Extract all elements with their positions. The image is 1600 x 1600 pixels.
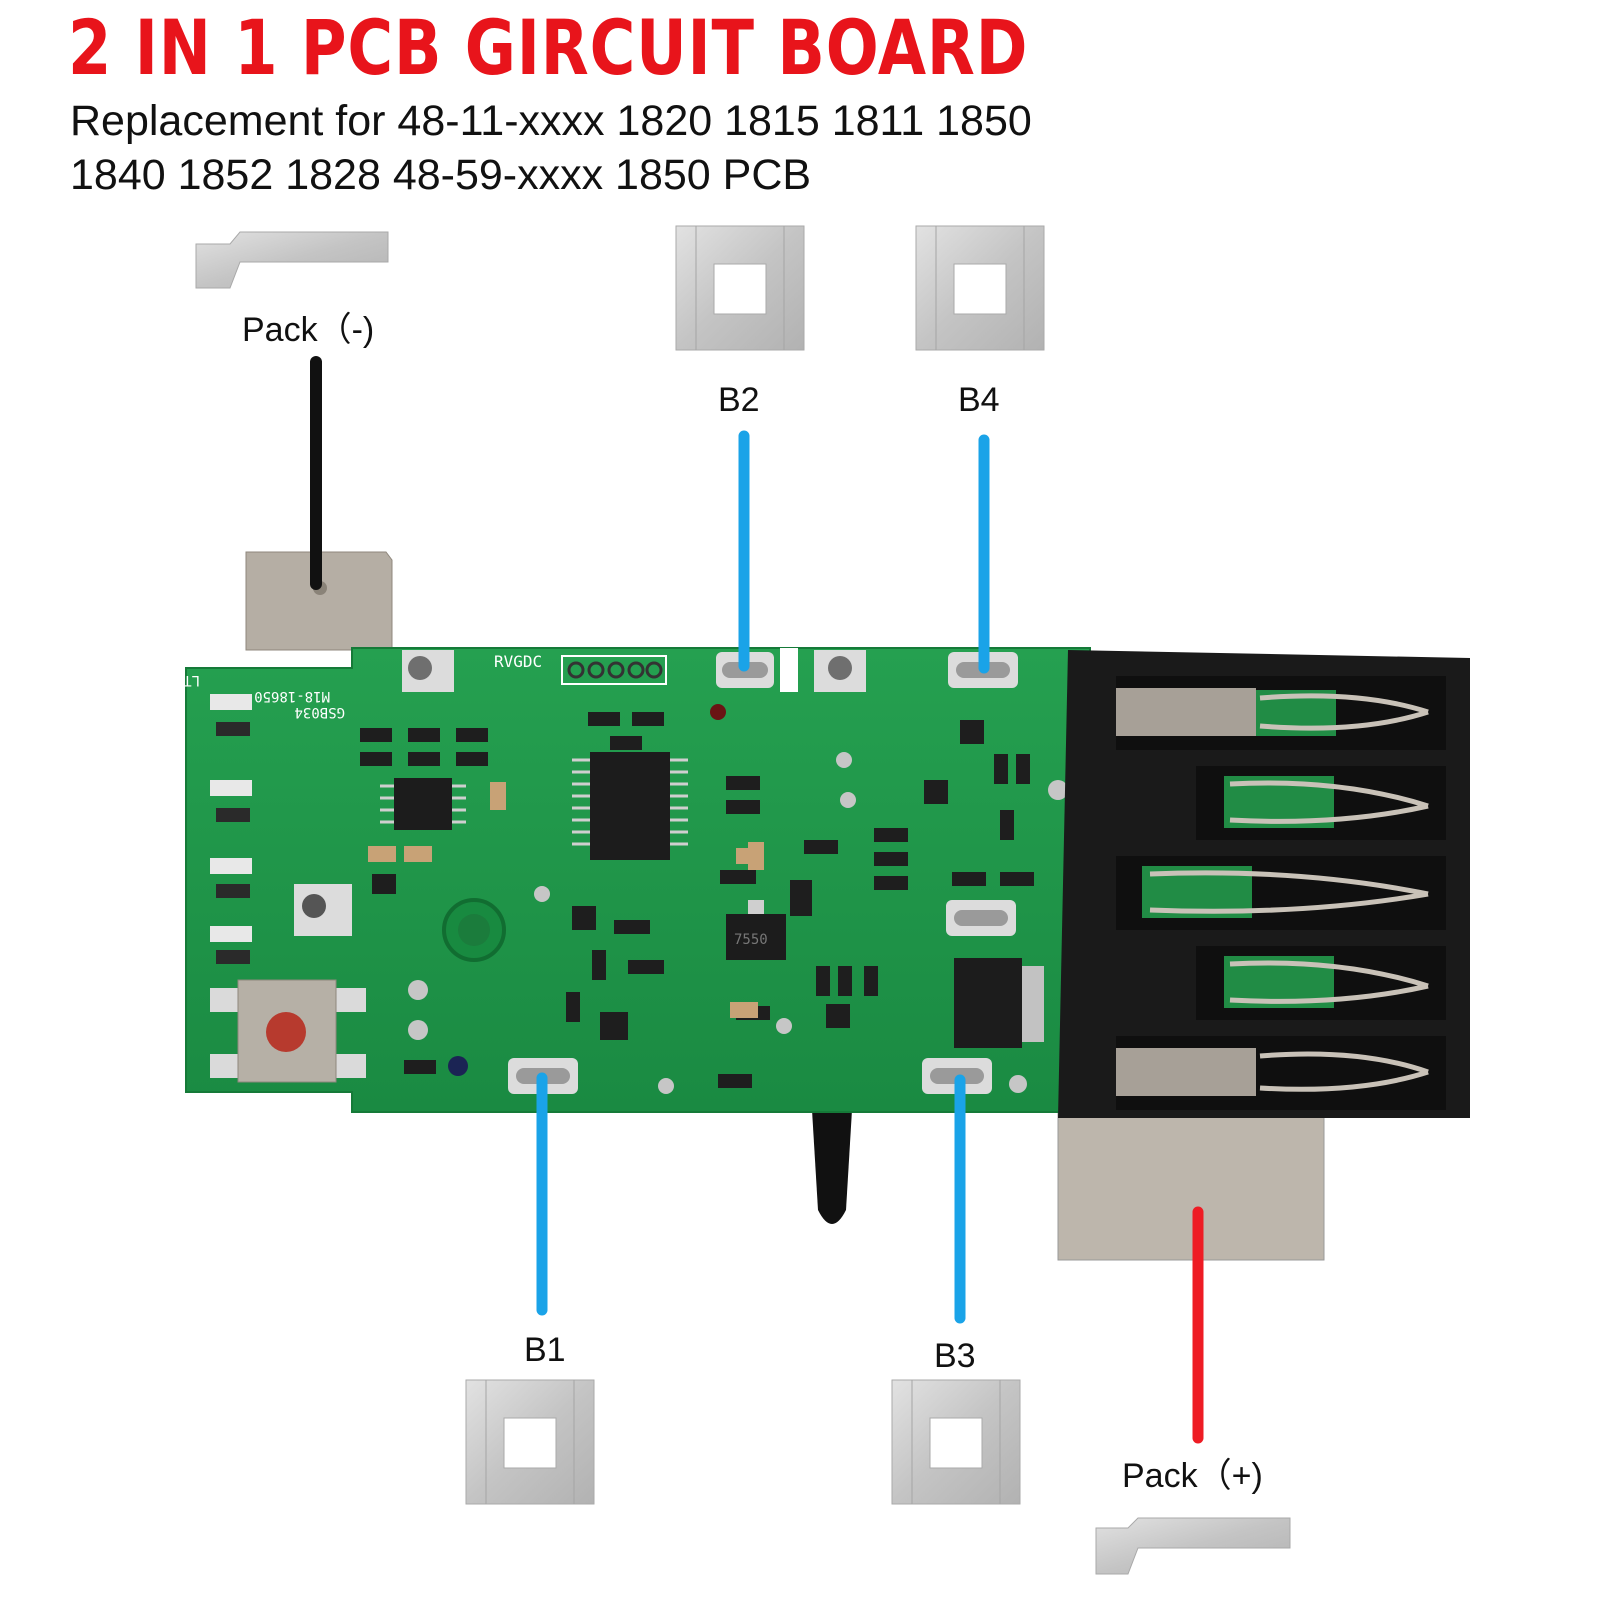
mosfet [954,958,1044,1048]
silk-code: GSB034 [294,704,345,720]
smd-components [360,712,1034,1088]
pack-minus-strip [195,231,389,289]
b3-nickel-tab [891,1379,1021,1505]
silk-model: M18-18650 [254,688,330,704]
b3-label: B3 [934,1337,976,1375]
output-connector [1058,650,1470,1118]
pack-plus-plate [1057,1089,1325,1261]
main-ic [572,752,688,860]
b1-label: B1 [524,1331,566,1369]
b4-nickel-tab [915,225,1045,351]
subtitle: Replacement for 48-11-xxxx 1820 1815 181… [70,94,1032,202]
b4-label: B4 [958,381,1000,419]
red-dot [710,704,726,720]
capacitors [368,782,764,1018]
b2-nickel-tab [675,225,805,351]
subtitle-line-1: Replacement for 48-11-xxxx 1820 1815 181… [70,97,1032,145]
mount-pads [294,650,866,962]
silk-rvgdc: RVGDC [494,652,542,671]
secondary-ic [380,778,466,830]
regulator-chip: 7550 [726,900,786,960]
silk-board-id: LTH20211028038R2 [65,672,200,688]
thermistor [812,1110,852,1224]
pack-plus-strip [1095,1517,1291,1575]
pack-minus-bracket [245,551,393,651]
pack-plus-label: Pack（+) [1122,1457,1263,1495]
b2-label: B2 [718,381,760,419]
b1-nickel-tab [465,1379,595,1505]
regulator-marking: 7550 [734,932,768,948]
test-points [408,752,1068,1094]
blue-dot [448,1056,468,1076]
pack-minus-label: Pack（-) [242,311,375,349]
led-column [210,694,252,964]
subtitle-line-2: 1840 1852 1828 48-59-xxxx 1850 PCB [70,151,812,199]
tactile-switch [210,979,366,1083]
header-pins [561,655,667,685]
page-title: 2 IN 1 PCB GIRCUIT BOARD [68,3,1029,92]
